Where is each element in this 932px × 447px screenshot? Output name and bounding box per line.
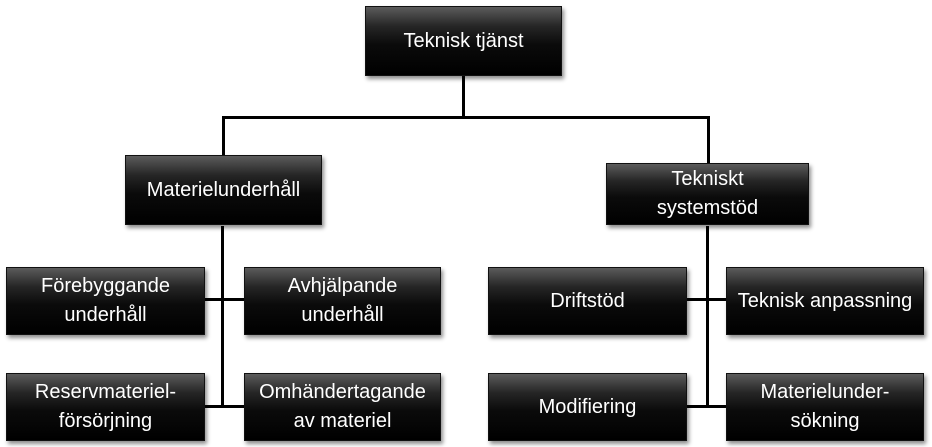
connector-right-trunk: [706, 226, 709, 408]
node-label-line: Omhändertagande: [259, 381, 426, 403]
node-label-line: Tekniskt: [671, 168, 744, 190]
connector-left-trunk: [221, 226, 224, 408]
node-materielundersokning: Materielunder-sökning: [726, 373, 924, 441]
connector-left-row2: [205, 405, 249, 408]
node-materielunderhall: Materielunderhåll: [125, 155, 322, 225]
node-label-line: försörjning: [58, 410, 153, 432]
node-driftstod: Driftstöd: [488, 267, 687, 335]
node-teknisk-anpassning: Teknisk anpassning: [726, 267, 924, 335]
node-tekniskt-systemstod: Tekniskt systemstöd: [606, 163, 809, 225]
node-label-line: Modifiering: [538, 395, 637, 418]
node-modifiering: Modifiering: [488, 373, 687, 441]
node-teknisk-tjanst: Teknisk tjänst: [365, 6, 562, 76]
node-label-line: Avhjälpande: [287, 275, 398, 297]
node-label-line: Materielunderhåll: [146, 178, 301, 201]
node-omhandertagande-av-materiel: Omhändertagande av materiel: [244, 373, 441, 441]
node-forebyggande-underhall: Förebyggande underhåll: [6, 267, 205, 335]
connector-left-row1: [205, 298, 249, 301]
node-label-line: systemstöd: [656, 197, 759, 219]
node-label-line: av materiel: [293, 410, 392, 432]
connector-top-horizontal: [222, 116, 710, 119]
node-label-line: Materielunder-: [760, 381, 890, 403]
connector-right-row2: [687, 405, 731, 408]
node-label-line: Reservmateriel-: [34, 381, 177, 403]
node-label-line: Teknisk anpassning: [737, 289, 913, 312]
connector-root-down: [462, 76, 465, 118]
connector-right-drop: [707, 116, 710, 164]
connector-left-drop: [222, 116, 225, 156]
connector-right-row1: [687, 298, 731, 301]
node-label-line: Driftstöd: [550, 289, 625, 312]
node-label-line: sökning: [790, 410, 860, 432]
node-label-line: Teknisk tjänst: [403, 29, 524, 52]
node-label-line: underhåll: [301, 304, 384, 326]
node-label-line: underhåll: [64, 304, 147, 326]
node-label-line: Förebyggande: [41, 275, 170, 297]
node-avhjalpande-underhall: Avhjälpande underhåll: [244, 267, 441, 335]
node-reservmateriel-forsorjning: Reservmateriel-försörjning: [6, 373, 205, 441]
